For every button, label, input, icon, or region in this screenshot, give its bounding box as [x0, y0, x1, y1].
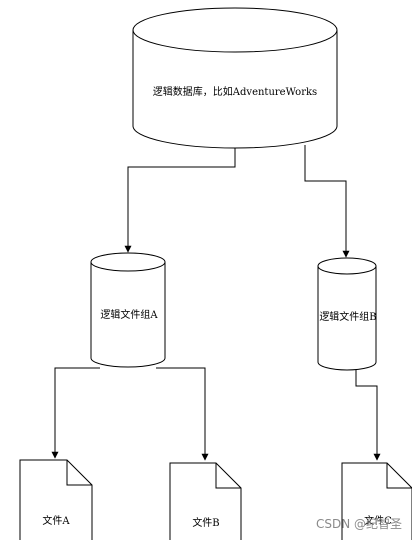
file-b-label: 文件B — [192, 516, 219, 529]
file-c-label: 文件C — [364, 514, 392, 527]
file-a-label: 文件A — [42, 514, 70, 527]
connector-db-to-filegroup-a — [124, 148, 236, 253]
file-c-document: 文件C — [341, 462, 412, 540]
filegroup-a-cylinder: 逻辑文件组A — [90, 252, 166, 368]
database-label: 逻辑数据库，比如AdventureWorks — [153, 85, 317, 98]
connector-db-to-filegroup-b — [304, 145, 350, 258]
file-b-document: 文件B — [169, 462, 242, 540]
filegroup-b-label: 逻辑文件组B — [319, 310, 376, 323]
filegroup-a-label: 逻辑文件组A — [100, 308, 158, 321]
file-a-document: 文件A — [19, 459, 93, 540]
connector-filegroup-a-to-file-a — [51, 367, 100, 459]
watermark: CSDN @纪智圣 — [315, 517, 402, 531]
filegroup-b-cylinder: 逻辑文件组B — [317, 257, 377, 371]
connector-filegroup-a-to-file-b — [156, 367, 209, 461]
database-cylinder: 逻辑数据库，比如AdventureWorks — [132, 7, 338, 149]
connector-filegroup-b-to-file-c — [355, 370, 381, 461]
